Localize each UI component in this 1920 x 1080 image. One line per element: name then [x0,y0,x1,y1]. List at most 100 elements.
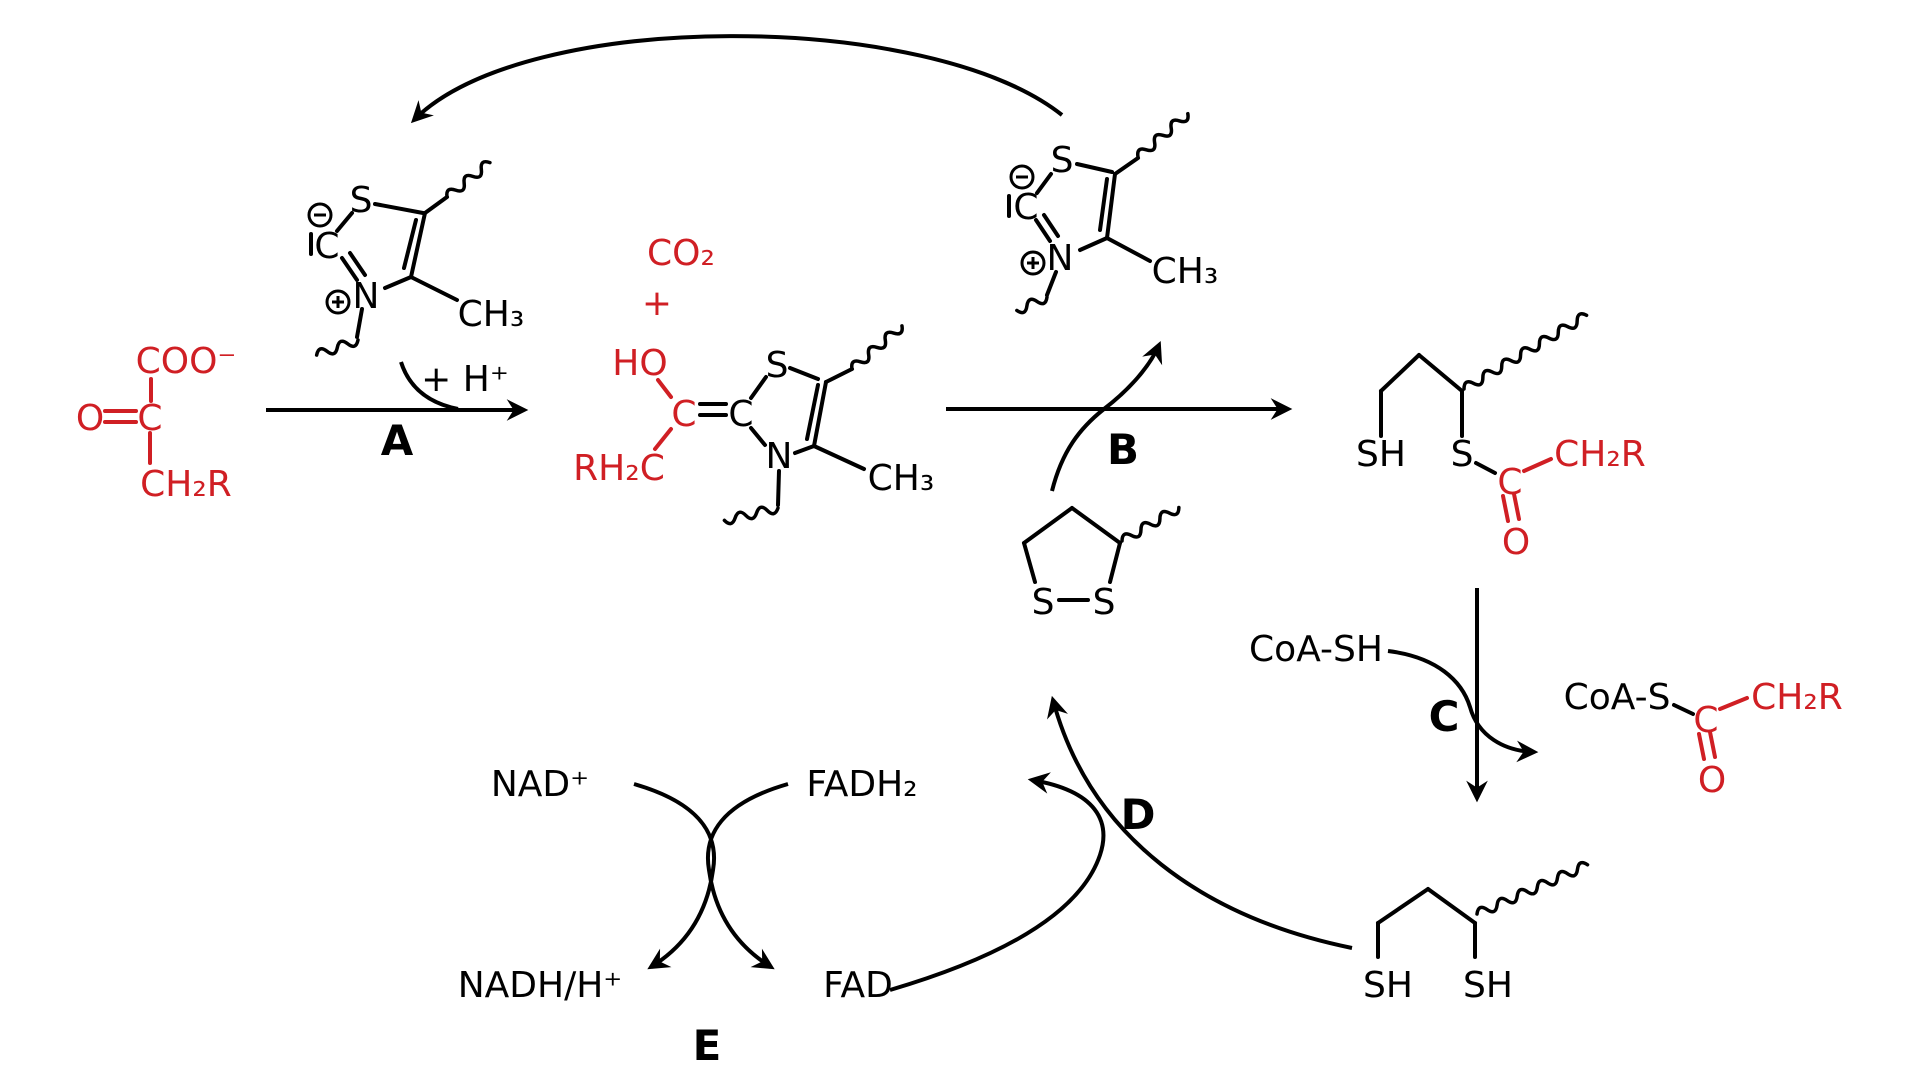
bond-s-c [1672,703,1695,716]
chain-bond [1426,887,1477,925]
double-bond-c2-n [348,251,367,277]
bond-to-rest [824,367,854,384]
thiol-label: SH [1463,965,1513,1006]
chain-bond [1379,353,1421,393]
dihydrolipoamide-to-lipoamide-curve [1047,695,1353,950]
ring-bond [1108,541,1122,584]
molecule-acyl-coa: CoA-S C CH₂R O [1564,677,1843,801]
step-b-label: B [1107,425,1139,474]
bond-c4-n [383,275,413,290]
double-bond-c2-n [1034,218,1052,243]
double-bond-c-o [1708,730,1717,759]
side-chain-label: CH₂R [140,464,232,505]
bond-n-to-rest [355,307,364,339]
bond-n-c2 [749,426,767,447]
positive-charge-icon [325,289,351,315]
chain-bond [1417,353,1464,393]
bond-s-c [1474,461,1497,475]
step-a-label: A [381,416,414,465]
bond-c5-c4 [812,380,828,448]
step-c-label: C [1429,692,1460,741]
positive-charge-icon [1020,250,1046,276]
wavy-bond [314,338,360,357]
chain-bond [1376,887,1430,925]
bond-c2-s [749,375,768,400]
step-e-label: E [693,1021,722,1070]
wavy-bond [722,505,780,526]
step-b-arrow: B [946,341,1293,492]
ring-bond [1022,541,1037,584]
bond-c4-n [793,444,816,455]
thiol-label: SH [1363,965,1413,1006]
step-c-arrow: CoA-SH C [1249,588,1539,803]
sulfur-label: S [350,180,373,221]
bond-s-c5 [373,202,425,215]
nad-plus-label: NAD⁺ [491,764,589,805]
coa-s-label: CoA-S [1564,677,1671,718]
double-bond-c-o [1697,732,1706,761]
bond-c4-n [1078,236,1109,252]
fad-to-fadh2-curve [889,772,1106,992]
double-bond-c-o [1512,492,1521,521]
fadh2-to-fad-curve [706,782,789,970]
bond-s-c5 [788,366,820,381]
carboxylate-label: COO⁻ [136,341,237,382]
nadh-label: NADH/H⁺ [458,965,623,1006]
nitrogen-label: N [353,276,380,317]
double-bond-c-o [1501,494,1510,523]
c2-label: C [314,226,339,267]
fadh2-label: FADH₂ [806,764,917,805]
wavy-bond [1015,295,1049,315]
methyl-label: CH₃ [1152,251,1219,292]
ring-bond [1070,506,1122,545]
side-chain-label: RH₂C [573,448,665,489]
recycle-arrow [410,34,1064,124]
bond-s-c5 [1075,162,1114,174]
methyl-label: CH₃ [458,294,525,335]
co2-label: CO₂ [647,233,715,274]
double-bond-c2-n [1042,213,1060,238]
methyl-label: CH₃ [868,458,935,499]
carbonyl-o-label: O [1502,522,1530,563]
wavy-bond [445,159,492,199]
side-chain-label: CH₂R [1751,677,1843,718]
bond-c5-c4 [409,211,427,279]
lipoamide-in-ylide-out-curve [1050,341,1163,492]
step-d-arrows: D [889,695,1353,992]
negative-charge-icon [307,202,333,228]
wavy-bond [850,324,904,371]
sulfur-label: S [1032,582,1055,623]
alpha-c-label: C [671,394,696,435]
bond-c-sidechain [1522,457,1553,473]
sulfur-label: S [1093,582,1116,623]
negative-charge-icon [1009,164,1035,190]
molecule-acyl-dihydrolipoamide: SH S C CH₂R O [1356,312,1646,563]
nad-to-nadh-curve [633,782,716,970]
nitrogen-label: N [1047,238,1074,279]
molecule-enamine-intermediate: HO C C RH₂C S N CH₃ [573,324,935,526]
fad-label: FAD [823,965,893,1006]
bond-ho-c [656,378,673,399]
hydroxyl-label: HO [612,343,667,384]
bond-n-to-rest [1045,270,1058,297]
coa-sh-label: CoA-SH [1249,629,1383,670]
bond-c4-methyl [409,275,459,302]
proton-merge-curve [399,361,459,411]
double-bond-inner [805,383,820,441]
molecule-lipoamide: S S [1022,505,1181,623]
bond-to-rest [423,195,449,215]
bond-c2-s [335,211,354,233]
bond-n-to-rest [776,469,781,507]
step-a-arrow: + H⁺ A [266,359,529,465]
coa-in-product-out-curve [1387,649,1539,763]
molecule-dihydrolipoamide: SH SH [1363,860,1590,1006]
bond-sidechain-c [653,427,673,451]
step-d-label: D [1121,790,1156,839]
bond-c5-c4 [1105,172,1117,240]
wavy-bond [1120,505,1181,543]
bond-c4-methyl [1105,236,1152,263]
byproduct-co2: CO₂ + [642,233,715,324]
carbonyl-o-label: O [76,398,104,439]
